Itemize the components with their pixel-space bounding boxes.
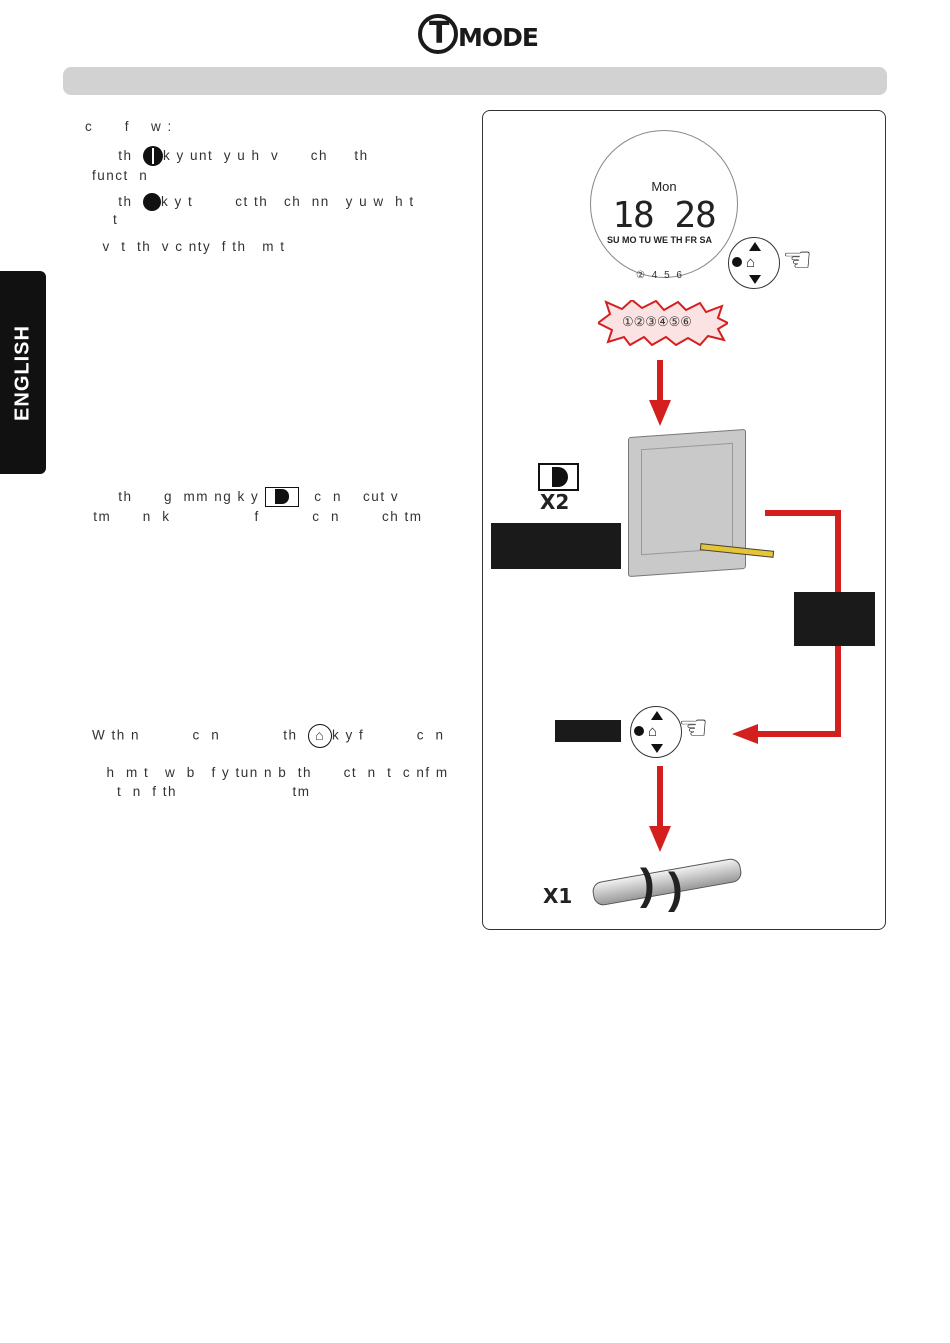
step5-line1: W th n c n th ⌂k y f c n [92, 724, 445, 748]
channel-burst [598, 300, 728, 346]
arrow-down-1-icon [649, 400, 671, 426]
connector-line-right-upper [835, 510, 841, 593]
logo-word: MODE [458, 23, 539, 52]
display-channels: ② 4 5 6 [636, 270, 684, 281]
connector-line-right-lower [835, 646, 841, 737]
label-box-right [794, 592, 875, 646]
home-icon: ⌂ [648, 723, 658, 740]
instruction-figure [482, 110, 886, 930]
down-arrow-icon [749, 275, 761, 284]
display-day: Mon [651, 179, 677, 194]
arrow-down-2-icon [649, 826, 671, 852]
x1-label: X1 [543, 884, 573, 908]
step5-line3: t n f th tm [96, 784, 311, 799]
arrow-shaft-1 [657, 360, 663, 400]
wall-transmitter [628, 428, 746, 578]
step1-post: k y unt y u h v ch th [163, 148, 369, 163]
up-arrow-icon [651, 711, 663, 720]
rotation-icon: ) [640, 860, 655, 909]
x2-label: X2 [540, 490, 570, 514]
step1-line2: funct n [92, 168, 149, 183]
logo-letter: T [429, 16, 450, 51]
step5-pre: W th n c n th [92, 727, 309, 743]
step3-line: v t th v c nty f th m t [92, 239, 286, 254]
round-key-icon [634, 726, 644, 736]
step4-line1: th g mm ng k y c n cut v [92, 487, 400, 508]
arrow-left-icon [732, 724, 758, 744]
step4-line2: tm n k f c n ch tm [88, 509, 423, 524]
down-arrow-icon [651, 744, 663, 753]
language-tab: ENGLISH [0, 271, 46, 474]
burst-channels: ①②③④⑤⑥ [622, 314, 692, 329]
pointing-hand-icon: ☜ [678, 709, 709, 747]
arrow-shaft-2 [657, 766, 663, 826]
intro-line: c f w : [85, 119, 173, 134]
remote-display: Mon 18 28 SU MO TU WE TH FR SA [590, 130, 738, 278]
up-arrow-icon [749, 242, 761, 251]
remote-keypad-top: ⌂ [728, 237, 780, 289]
display-days: SU MO TU WE TH FR SA [607, 235, 712, 245]
step1-pre: th [92, 148, 144, 163]
step4-post: c n cut v [298, 489, 400, 504]
round-key-icon [143, 146, 164, 167]
home-icon: ⌂ [746, 254, 756, 271]
programming-key-icon [264, 487, 299, 508]
step5-post: k y f c n [332, 727, 445, 743]
step2-pre: th [92, 194, 144, 209]
pointing-hand-icon: ☜ [782, 241, 813, 279]
step2-post: k y t ct th ch nn y u w h t [161, 194, 415, 209]
step5-line2: h m t w b f y tun n b th ct n t c nf m [96, 765, 449, 780]
connector-line-top [765, 510, 841, 516]
header-bar [63, 67, 887, 95]
remote-keypad-bottom: ⌂ [630, 706, 682, 758]
connector-line-bottom [756, 731, 841, 737]
label-box-middle [555, 720, 621, 742]
step1-line1: th k y unt y u h v ch th [92, 146, 369, 167]
programming-key-icon [538, 463, 579, 491]
select-key-icon [143, 193, 162, 212]
home-key-icon: ⌂ [308, 724, 333, 748]
step4-pre: th g mm ng k y [92, 489, 265, 504]
tmode-logo: T MODE [418, 12, 539, 58]
step2-line2: t [92, 212, 119, 227]
display-time: 18 28 [612, 195, 716, 236]
step2-line1: th k y t ct th ch nn y u w h t [92, 192, 415, 212]
rotation-icon-2: ) [668, 864, 683, 913]
round-key-icon [732, 257, 742, 267]
label-box-left [491, 523, 621, 569]
language-tab-label: ENGLISH [11, 324, 34, 421]
logo-ring [418, 14, 458, 54]
